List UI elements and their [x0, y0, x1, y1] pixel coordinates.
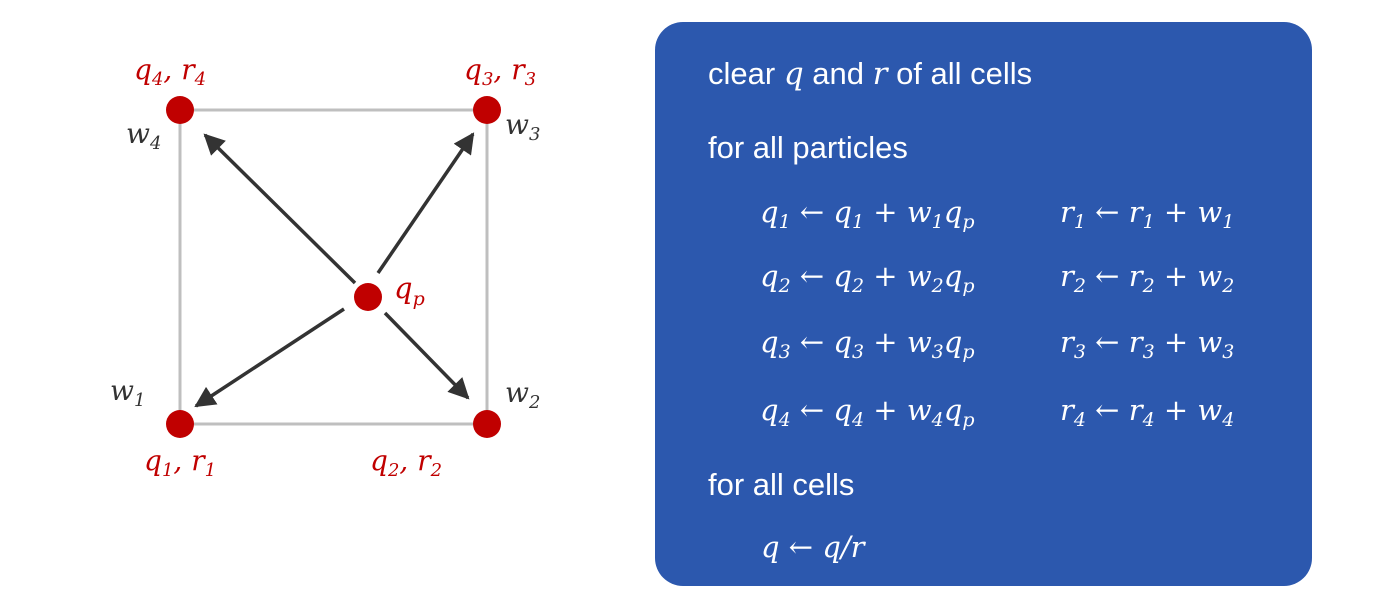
grid-cell — [178, 108, 489, 426]
r-update-1: r1 ← r1 + w1 — [1060, 195, 1235, 233]
particle-to-grid-diagram: qp q4, r4 w4 q3, r3 w3 w1 q1, r1 w2 q2, … — [110, 53, 540, 481]
clear-step-and: and — [803, 56, 873, 91]
clear-step-text: clear — [708, 56, 784, 91]
arrow-to-node-3 — [376, 132, 475, 274]
node-1-weight-label: w1 — [110, 374, 145, 411]
cell-loop-header: for all cells — [708, 467, 855, 502]
q-update-4: q4 ← q4 + w4qp — [760, 393, 975, 431]
q-update-3: q3 ← q3 + w3qp — [760, 325, 975, 363]
normalize-arrow: ← — [788, 530, 814, 564]
grid-node-1 — [166, 410, 194, 438]
q-update-2: q2 ← q2 + w2qp — [760, 259, 975, 297]
node-3-qr-label: q3, r3 — [464, 53, 536, 90]
grid-node-3 — [473, 96, 501, 124]
particle — [354, 283, 382, 311]
particle-label: qp — [394, 271, 425, 310]
arrow-to-node-1 — [194, 307, 345, 408]
r-update-2: r2 ← r2 + w2 — [1060, 259, 1235, 297]
node-2-qr-label: q2, r2 — [370, 444, 442, 481]
clear-step: clear q and r of all cells — [708, 54, 1032, 94]
grid-node-2 — [473, 410, 501, 438]
node-4-qr-label: q4, r4 — [134, 53, 206, 90]
grid-node-4 — [166, 96, 194, 124]
normalize-rhs: q/r — [822, 530, 865, 564]
clear-step-r: r — [872, 56, 888, 92]
node-3-weight-label: w3 — [505, 108, 540, 145]
normalize-equation: q ← q/r — [761, 527, 865, 567]
algorithm-panel: clear q and r of all cells for all parti… — [655, 22, 1312, 586]
node-2-weight-label: w2 — [505, 376, 540, 413]
q-update-1: q1 ← q1 + w1qp — [760, 195, 975, 233]
clear-step-q: q — [783, 56, 804, 92]
arrow-to-node-2 — [383, 311, 470, 400]
particle-loop-header: for all particles — [708, 130, 908, 165]
clear-step-suffix: of all cells — [887, 56, 1033, 91]
r-update-3: r3 ← r3 + w3 — [1060, 325, 1235, 363]
r-update-4: r4 ← r4 + w4 — [1060, 393, 1235, 431]
normalize-lhs: q — [761, 530, 780, 564]
node-4-weight-label: w4 — [126, 117, 161, 154]
arrow-to-node-4 — [203, 133, 357, 285]
node-1-qr-label: q1, r1 — [144, 444, 216, 481]
